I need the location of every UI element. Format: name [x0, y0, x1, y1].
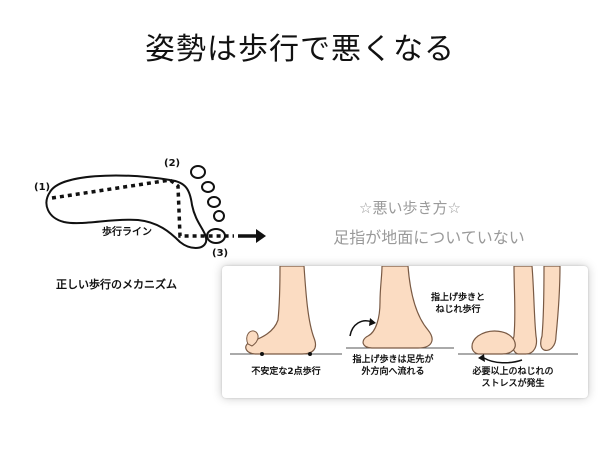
illustration-panel: 不安定な2点歩行 指上げ歩きは足先が 外方向へ流れる 必要以上のねじれの ストレ…	[222, 266, 588, 398]
slide-title: 姿勢は歩行で悪くなる	[145, 32, 455, 67]
rotation-arrow	[349, 320, 373, 337]
foot-illustration	[245, 266, 317, 355]
caption-line: 指上げ歩きと	[430, 293, 485, 303]
point-2-label: (2)	[164, 158, 181, 169]
caption-twist-stress: 必要以上のねじれの ストレスが発生	[458, 366, 568, 390]
leg-illustration	[540, 266, 561, 351]
caption-toe-raised-twist: 指上げ歩きと ねじれ歩行	[418, 292, 498, 316]
walking-line-path	[51, 178, 234, 238]
footprint-sole-outline	[45, 174, 208, 249]
toe-raised	[246, 330, 259, 347]
leg-illustration	[512, 266, 538, 355]
bad-walking-subtitle: 足指が地面についていない	[333, 228, 525, 247]
foot-illustration	[471, 330, 516, 355]
point-3-label: (3)	[212, 248, 229, 259]
caption-line: 必要以上のねじれの	[472, 367, 554, 377]
twist-arrow	[483, 357, 523, 364]
toe-outline	[190, 165, 206, 179]
point-1-label: (1)	[34, 182, 51, 193]
caption-unstable-two-point: 不安定な2点歩行	[251, 367, 321, 377]
walking-mechanism-diagram	[45, 165, 266, 249]
toe-outline	[207, 196, 221, 208]
walking-line-label: 歩行ライン	[102, 227, 152, 238]
caption-line: 指上げ歩きは足先が	[352, 355, 434, 365]
direction-arrow-head	[256, 229, 266, 243]
toe-outline	[213, 210, 225, 222]
mechanism-caption: 正しい歩行のメカニズム	[56, 278, 177, 291]
caption-line: 外方向へ流れる	[361, 367, 425, 377]
rotation-arrow-head	[369, 318, 376, 326]
bad-walking-title: ☆悪い歩き方☆	[359, 199, 461, 217]
caption-line: ねじれ歩行	[435, 305, 481, 315]
contact-point	[260, 352, 264, 356]
foot-illustration	[362, 266, 433, 349]
feet-illustration	[230, 266, 578, 364]
contact-point	[308, 352, 312, 356]
twist-arrow-head	[478, 354, 485, 362]
caption-toe-raised-walk: 指上げ歩きは足先が 外方向へ流れる	[334, 354, 452, 378]
caption-line: ストレスが発生	[481, 379, 545, 389]
toe-outline	[201, 181, 215, 193]
